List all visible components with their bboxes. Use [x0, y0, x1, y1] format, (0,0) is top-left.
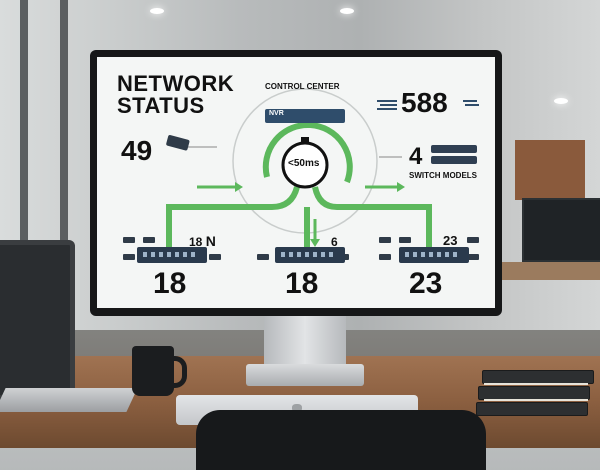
- notebook: [478, 386, 590, 400]
- arrow-right-icon: [235, 182, 243, 192]
- branch-left-total: 18: [153, 267, 187, 300]
- ceiling-light: [150, 8, 164, 14]
- camera-icon: [467, 237, 479, 243]
- monitor-stand-foot: [246, 364, 364, 386]
- cameras-total-value: 49: [121, 135, 153, 166]
- branch-right-total: 23: [409, 267, 443, 300]
- monitor-stand-neck: [264, 316, 346, 368]
- nvr-label: NVR: [269, 110, 284, 117]
- switch-models-label: SWITCH MODELS: [409, 171, 477, 180]
- arrow-down-icon: [310, 239, 320, 247]
- switch-icon: [431, 145, 477, 153]
- stopwatch-icon: [281, 141, 329, 189]
- notebook-pages: [484, 399, 588, 401]
- notebook: [476, 402, 588, 416]
- camera-icon: [257, 254, 269, 260]
- laptop-keyboard: [0, 388, 138, 412]
- control-loop: [262, 122, 353, 184]
- camera-icon: [379, 254, 391, 260]
- notebook-pages: [484, 383, 588, 385]
- window-mullion: [20, 0, 28, 330]
- latency-value: <50ms: [288, 158, 320, 169]
- background-desk: [500, 262, 600, 280]
- nvr-icon: [265, 109, 345, 123]
- camera-icon: [467, 254, 479, 260]
- background-cabinet: [515, 140, 585, 200]
- title-line-2: STATUS: [117, 93, 205, 118]
- switch-left: [137, 247, 207, 263]
- throughput-value: 588: [401, 87, 448, 118]
- arrow-right-icon: [397, 182, 405, 192]
- branch-center-total: 18: [285, 267, 319, 300]
- apple-logo-icon: [292, 404, 302, 412]
- branch-left-top-count: 18 N: [189, 233, 216, 249]
- switch-icon: [431, 156, 477, 164]
- link-right: [312, 186, 432, 257]
- branch-center-top-count: 6: [331, 235, 338, 249]
- window-mullion: [60, 0, 68, 330]
- network-diagram-lines: [123, 88, 479, 260]
- title-line-1: NETWORK: [117, 71, 235, 96]
- camera-icon: [379, 237, 391, 243]
- link-left: [166, 186, 300, 257]
- network-status-screen: NETWORK STATUS CONTROL CENTER NVR 49 588…: [97, 57, 495, 308]
- laptop-screen: [0, 240, 75, 400]
- camera-icon: [123, 237, 135, 243]
- switch-right: [399, 247, 469, 263]
- page-title: NETWORK STATUS: [117, 73, 234, 117]
- switch-center: [275, 247, 345, 263]
- ceiling-light: [340, 8, 354, 14]
- camera-icon: [399, 237, 411, 243]
- ceiling-light: [554, 98, 568, 104]
- camera-icon: [166, 135, 190, 151]
- mug-handle: [168, 356, 187, 388]
- camera-icon: [209, 254, 221, 260]
- control-center-label: CONTROL CENTER: [265, 82, 340, 91]
- coffee-mug: [132, 346, 174, 396]
- speed-lines-icon: [377, 100, 397, 110]
- office-chair: [196, 410, 486, 470]
- switch-models-count: 4: [409, 143, 423, 170]
- notebook: [482, 370, 594, 384]
- branch-left-count: 18: [189, 235, 203, 249]
- camera-icon: [143, 237, 155, 243]
- branch-left-suffix: N: [205, 233, 216, 249]
- speed-lines-icon: [463, 100, 479, 106]
- branch-right-top-count: 23: [443, 233, 458, 248]
- background-monitor: [522, 198, 600, 262]
- camera-icon: [123, 254, 135, 260]
- stopwatch-crown: [301, 137, 309, 142]
